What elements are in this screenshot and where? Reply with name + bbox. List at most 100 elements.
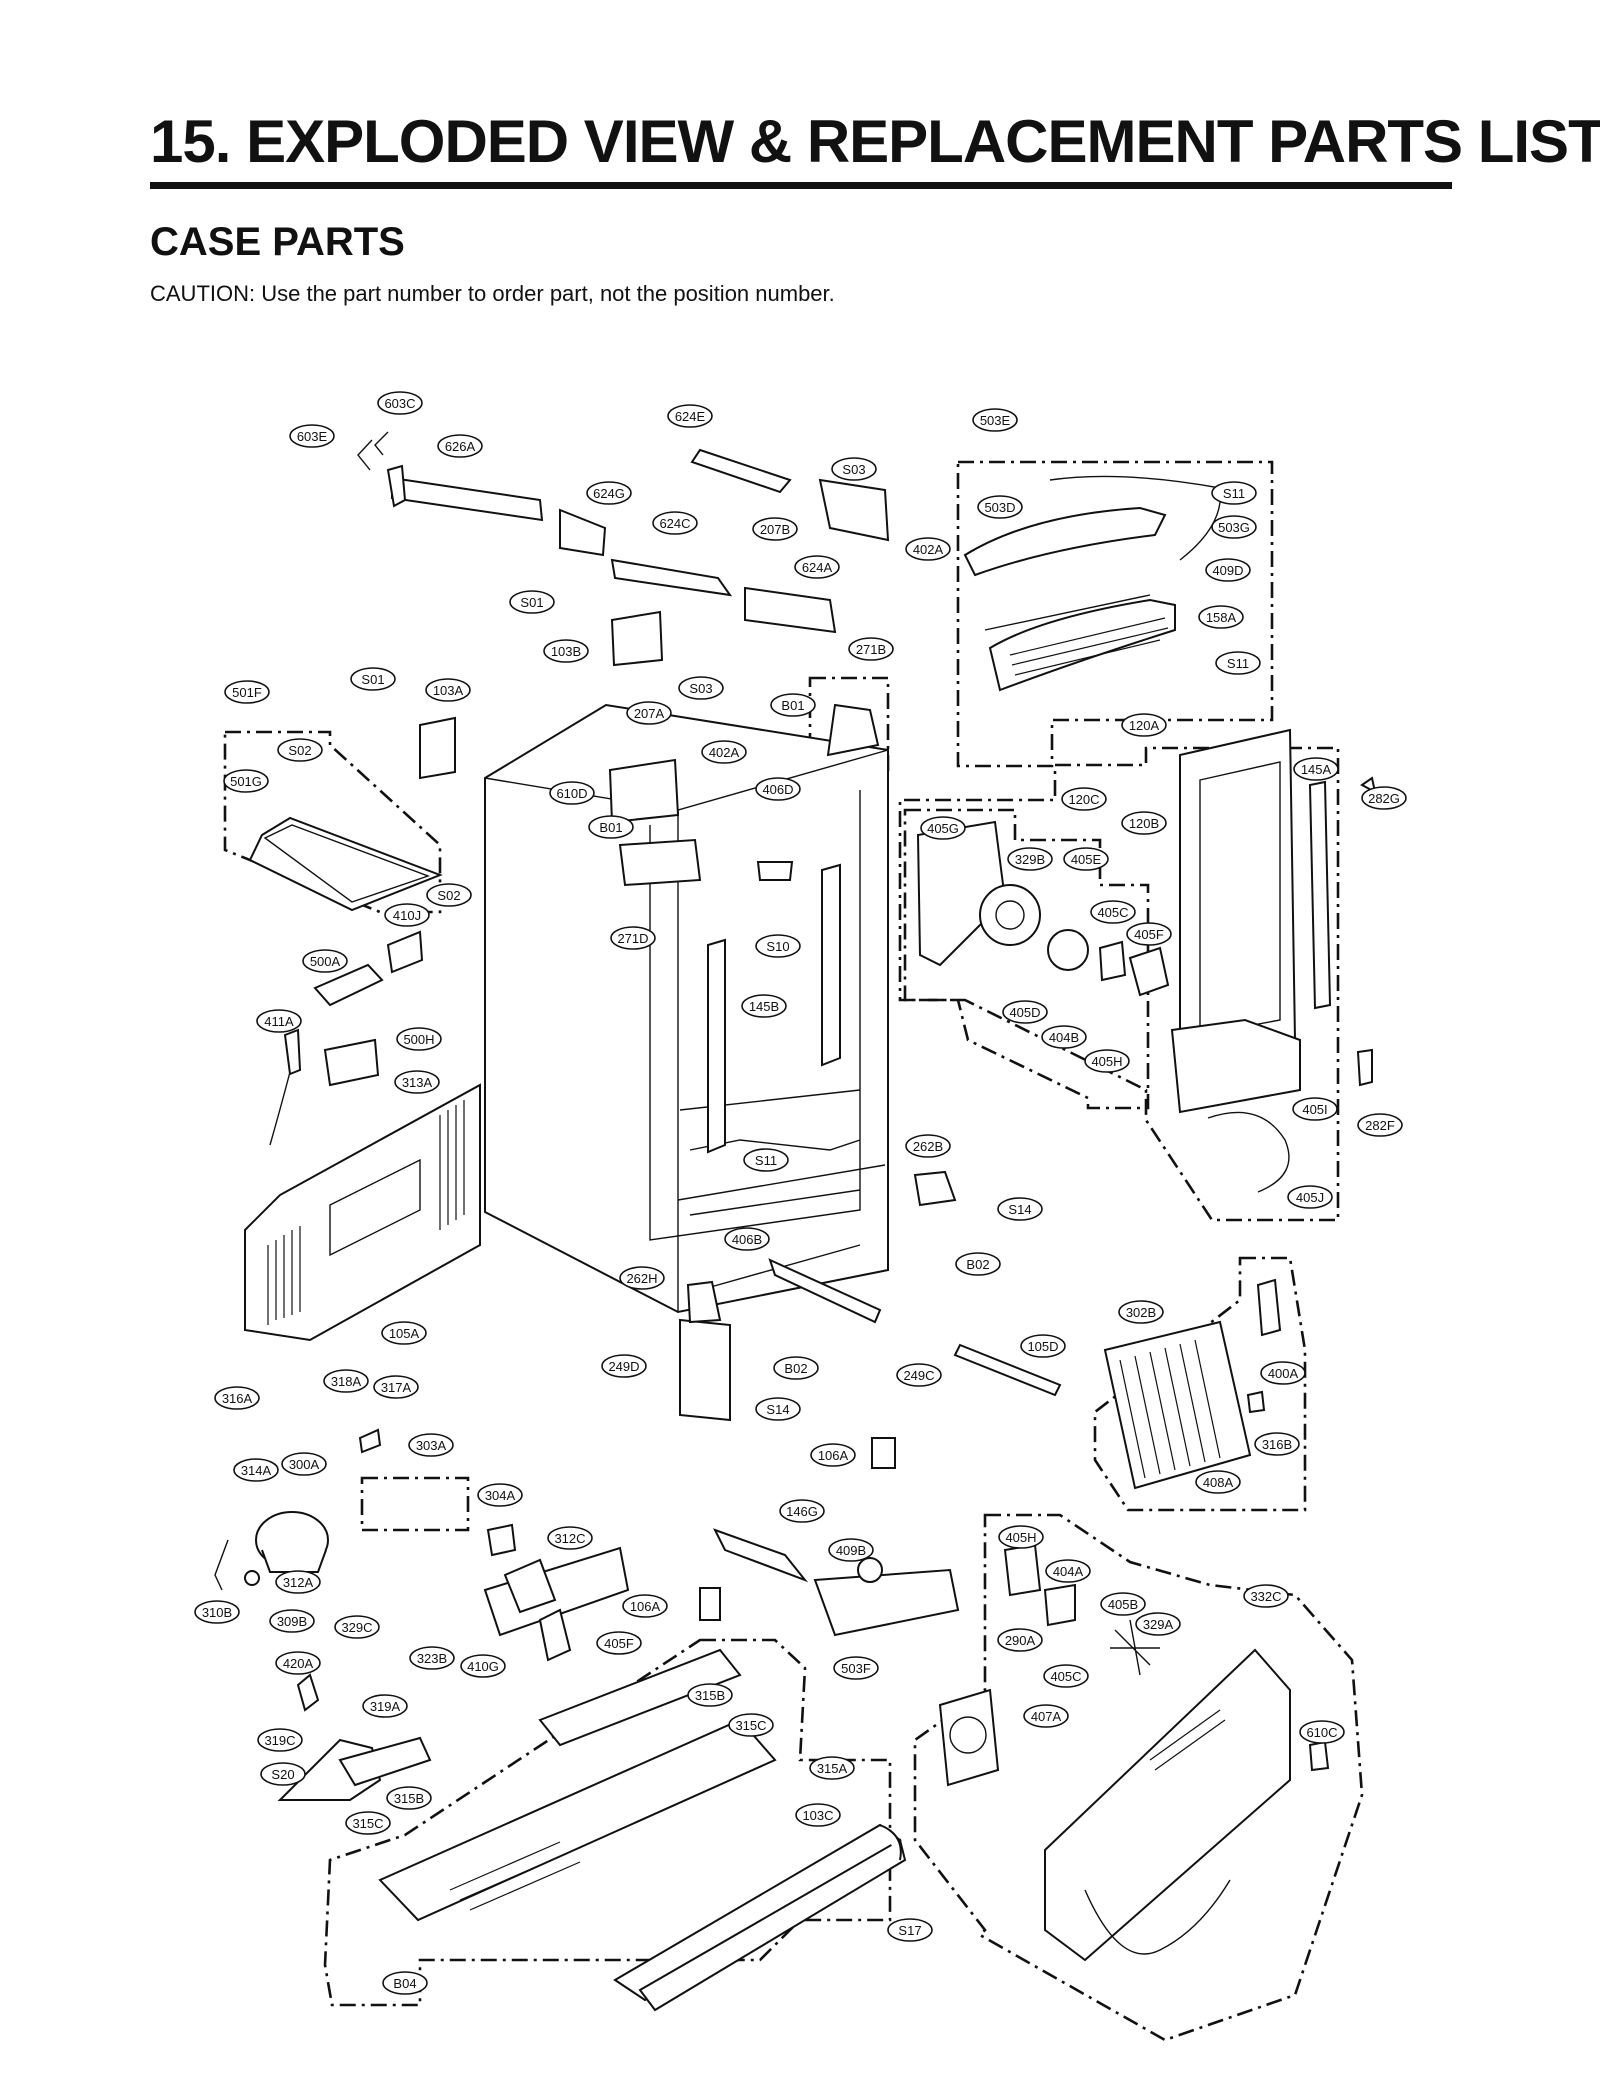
- callout-b01: B01: [770, 693, 816, 717]
- callout-b04: B04: [382, 1971, 428, 1995]
- callout-503d: 503D: [977, 495, 1023, 519]
- callout-label: 603C: [384, 396, 415, 411]
- callout-329b: 329B: [1007, 847, 1053, 871]
- callout-label: 404B: [1049, 1030, 1079, 1045]
- callout-s14: S14: [755, 1397, 801, 1421]
- callout-158a: 158A: [1198, 605, 1244, 629]
- section-title: CASE PARTS: [150, 220, 405, 264]
- callout-s20: S20: [260, 1762, 306, 1786]
- callout-label: 402A: [709, 745, 740, 760]
- callout-145b: 145B: [741, 994, 787, 1018]
- fan-motor-parts: [916, 820, 1170, 997]
- top-parts: [357, 431, 890, 887]
- callout-label: B04: [393, 1976, 416, 1991]
- callout-label: 120C: [1068, 792, 1099, 807]
- callout-120a: 120A: [1121, 713, 1167, 737]
- callout-label: 603E: [297, 429, 328, 444]
- callout-label: 503G: [1218, 520, 1250, 535]
- callout-120c: 120C: [1061, 787, 1107, 811]
- callout-503f: 503F: [833, 1656, 879, 1680]
- back-panel: [244, 1083, 481, 1342]
- lamp-parts: [712, 1528, 1160, 1676]
- callout-405g: 405G: [920, 816, 966, 840]
- callout-label: S02: [288, 743, 311, 758]
- callout-329c: 329C: [334, 1615, 380, 1639]
- callout-120b: 120B: [1121, 811, 1167, 835]
- callout-label: 503F: [841, 1661, 871, 1676]
- callout-410j: 410J: [384, 903, 430, 927]
- callout-label: 409D: [1212, 563, 1243, 578]
- callout-label: 411A: [264, 1014, 294, 1029]
- callout-s17: S17: [887, 1918, 933, 1942]
- callout-label: 408A: [1203, 1475, 1234, 1490]
- callout-label: 405C: [1097, 905, 1128, 920]
- callout-label: 410G: [467, 1659, 499, 1674]
- callout-label: 405G: [927, 821, 959, 836]
- callout-s11: S11: [743, 1148, 789, 1172]
- callout-262b: 262B: [905, 1134, 951, 1158]
- callout-262h: 262H: [619, 1266, 665, 1290]
- title-rule: [150, 182, 1452, 189]
- callout-label: 300A: [289, 1457, 320, 1472]
- callout-410g: 410G: [460, 1654, 506, 1678]
- callout-label: 312C: [554, 1531, 585, 1546]
- callout-312c: 312C: [547, 1526, 593, 1550]
- callout-label: 503D: [984, 500, 1015, 515]
- page-title: 15. EXPLODED VIEW & REPLACEMENT PARTS LI…: [150, 108, 1600, 175]
- callout-label: 315C: [735, 1718, 766, 1733]
- callout-label: 405F: [1134, 927, 1164, 942]
- callout-404a: 404A: [1045, 1559, 1091, 1583]
- callout-label: 402A: [913, 542, 944, 557]
- callout-label: 410J: [393, 908, 421, 923]
- callout-405f: 405F: [1126, 922, 1172, 946]
- callout-label: 500A: [310, 954, 341, 969]
- callout-503e: 503E: [972, 408, 1018, 432]
- callout-label: S14: [766, 1402, 789, 1417]
- callout-s02: S02: [277, 738, 323, 762]
- callout-label: B01: [781, 698, 804, 713]
- callout-label: 271D: [617, 931, 648, 946]
- callout-label: 317A: [381, 1380, 412, 1395]
- callout-label: 624E: [675, 409, 706, 424]
- callout-label: 500H: [403, 1032, 434, 1047]
- inner-rails: [679, 863, 841, 1422]
- callout-label: 610C: [1306, 1725, 1337, 1740]
- callout-405h: 405H: [1084, 1049, 1130, 1073]
- callout-409d: 409D: [1205, 558, 1251, 582]
- callout-323b: 323B: [409, 1646, 455, 1670]
- callout-303a: 303A: [408, 1433, 454, 1457]
- callout-624a: 624A: [794, 555, 840, 579]
- callout-405c: 405C: [1043, 1664, 1089, 1688]
- callout-313a: 313A: [394, 1070, 440, 1094]
- callout-label: 271B: [856, 642, 886, 657]
- callout-label: B01: [599, 820, 622, 835]
- callout-s01: S01: [509, 590, 555, 614]
- callout-label: 404A: [1053, 1564, 1084, 1579]
- callout-624g: 624G: [586, 481, 632, 505]
- callout-249c: 249C: [896, 1363, 942, 1387]
- callout-label: 318A: [331, 1374, 362, 1389]
- group-boundary-icemaker-assembly: [956, 460, 1274, 768]
- callout-label: 400A: [1268, 1366, 1299, 1381]
- callout-label: 501F: [232, 685, 262, 700]
- group-boundary-evaporator: [898, 746, 1340, 1222]
- callout-label: 207B: [760, 522, 790, 537]
- evaporator-cover: [1170, 728, 1332, 1114]
- callout-label: 405H: [1005, 1530, 1036, 1545]
- callout-603e: 603E: [289, 424, 335, 448]
- callout-label: 315B: [695, 1688, 725, 1703]
- callout-b02: B02: [773, 1356, 819, 1380]
- callout-603c: 603C: [377, 391, 423, 415]
- callout-label: 158A: [1206, 610, 1237, 625]
- callout-label: 262H: [626, 1271, 657, 1286]
- callout-label: 624C: [659, 516, 690, 531]
- callout-405e: 405E: [1063, 847, 1109, 871]
- callout-label: 319A: [370, 1699, 401, 1714]
- group-boundary-sensor-harness: [360, 1476, 470, 1532]
- callout-label: S02: [437, 888, 460, 903]
- callout-312a: 312A: [275, 1570, 321, 1594]
- callout-405h: 405H: [998, 1525, 1044, 1549]
- callout-103a: 103A: [425, 678, 471, 702]
- callout-label: 315B: [394, 1791, 424, 1806]
